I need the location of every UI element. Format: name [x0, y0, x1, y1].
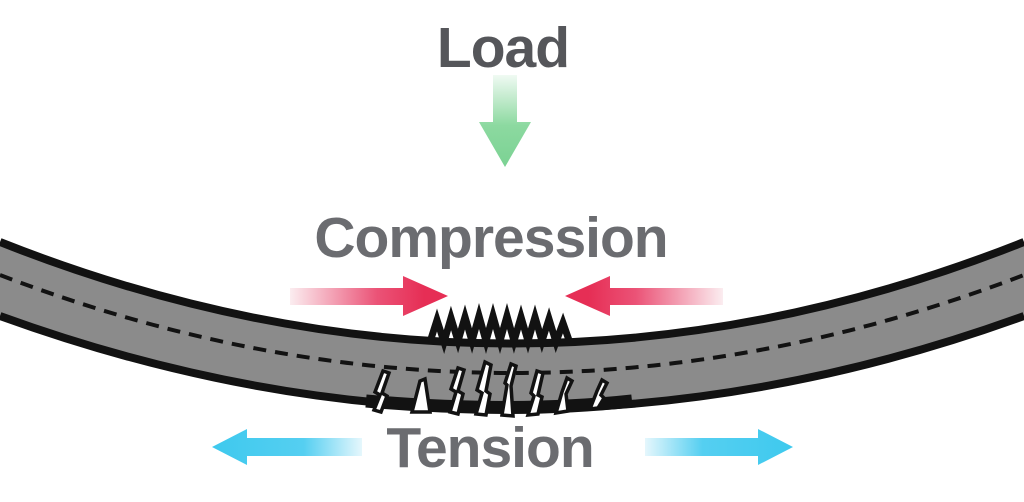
tension-crack [553, 375, 575, 416]
compression-arrow-right-icon [565, 276, 723, 316]
tension-crack [409, 376, 433, 414]
tension-crack [371, 368, 392, 415]
tension-arrow-right-icon [645, 429, 793, 465]
load-label: Load [436, 16, 570, 80]
compression-label: Compression [314, 206, 668, 270]
tension-crack [473, 359, 493, 417]
compression-arrow-left-icon [290, 276, 448, 316]
compression-wrinkles-zigzag [426, 303, 574, 355]
tension-crack [525, 368, 546, 418]
load-arrow-down-icon [479, 75, 531, 167]
tension-crack [587, 377, 610, 412]
tension-cracks [371, 359, 610, 418]
beam-body [0, 242, 1024, 409]
tension-crack [499, 361, 519, 418]
tension-label: Tension [386, 416, 594, 480]
tension-crack [447, 365, 467, 417]
tension-arrow-left-icon [212, 429, 362, 465]
neutral-axis-dashed-line [0, 273, 1024, 375]
